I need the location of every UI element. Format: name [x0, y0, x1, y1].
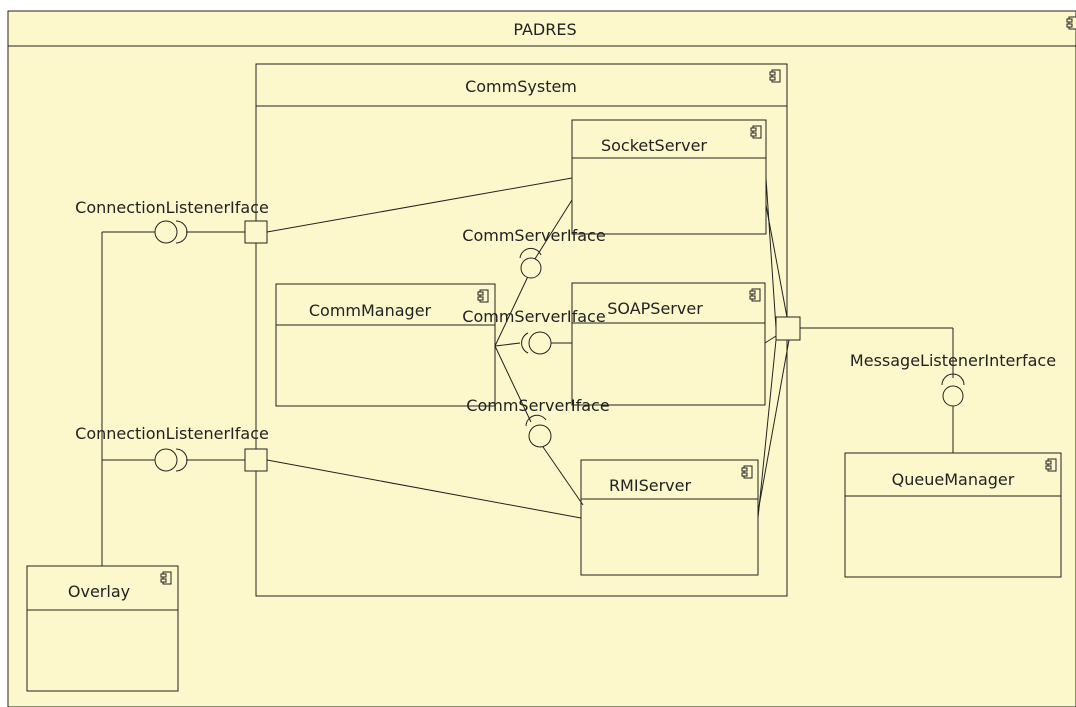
comm-server-iface-1-label: CommServerIface [462, 226, 605, 245]
queuemanager-label: QueueManager [892, 470, 1015, 489]
socketserver-label: SocketServer [601, 136, 707, 155]
padres-title: PADRES [513, 20, 576, 39]
overlay-component[interactable]: Overlay [26, 565, 179, 692]
comm-server-iface-2[interactable]: CommServerIface [462, 307, 606, 355]
connection-port-bottom[interactable] [244, 448, 268, 472]
commmanager-component[interactable]: CommManager [275, 283, 496, 407]
connection-listener-iface-bottom[interactable]: ConnectionListenerIface [75, 424, 269, 472]
component-icon [477, 289, 489, 303]
commsystem-label: CommSystem [465, 77, 577, 96]
component-icon [749, 288, 761, 302]
component-icon [769, 69, 781, 83]
connection-port-top[interactable] [244, 220, 268, 244]
socketserver-component[interactable]: SocketServer [571, 119, 767, 235]
rmiserver-component[interactable]: RMIServer [580, 459, 759, 576]
comm-server-iface-2-label: CommServerIface [462, 307, 605, 326]
comm-server-iface-3[interactable]: CommServerIface [466, 396, 610, 448]
connection-listener-iface-bottom-label: ConnectionListenerIface [75, 424, 269, 443]
component-icon [741, 465, 753, 479]
component-icon [750, 125, 762, 139]
overlay-label: Overlay [68, 582, 130, 601]
soapserver-label: SOAPServer [607, 299, 703, 318]
soapserver-component[interactable]: SOAPServer [571, 282, 766, 406]
connection-listener-iface-top-label: ConnectionListenerIface [75, 198, 269, 217]
message-port[interactable] [775, 316, 801, 341]
queuemanager-component[interactable]: QueueManager [844, 452, 1062, 578]
message-listener-interface-label: MessageListenerInterface [850, 351, 1056, 370]
comm-server-iface-1[interactable]: CommServerIface [462, 226, 606, 279]
component-icon [160, 571, 172, 585]
message-listener-interface[interactable]: MessageListenerInterface [850, 351, 1056, 407]
connectors [101, 177, 954, 566]
component-icon [1045, 458, 1057, 472]
rmiserver-label: RMIServer [609, 476, 692, 495]
commmanager-label: CommManager [309, 301, 432, 320]
connection-listener-iface-top[interactable]: ConnectionListenerIface [75, 198, 269, 244]
comm-server-iface-3-label: CommServerIface [466, 396, 609, 415]
